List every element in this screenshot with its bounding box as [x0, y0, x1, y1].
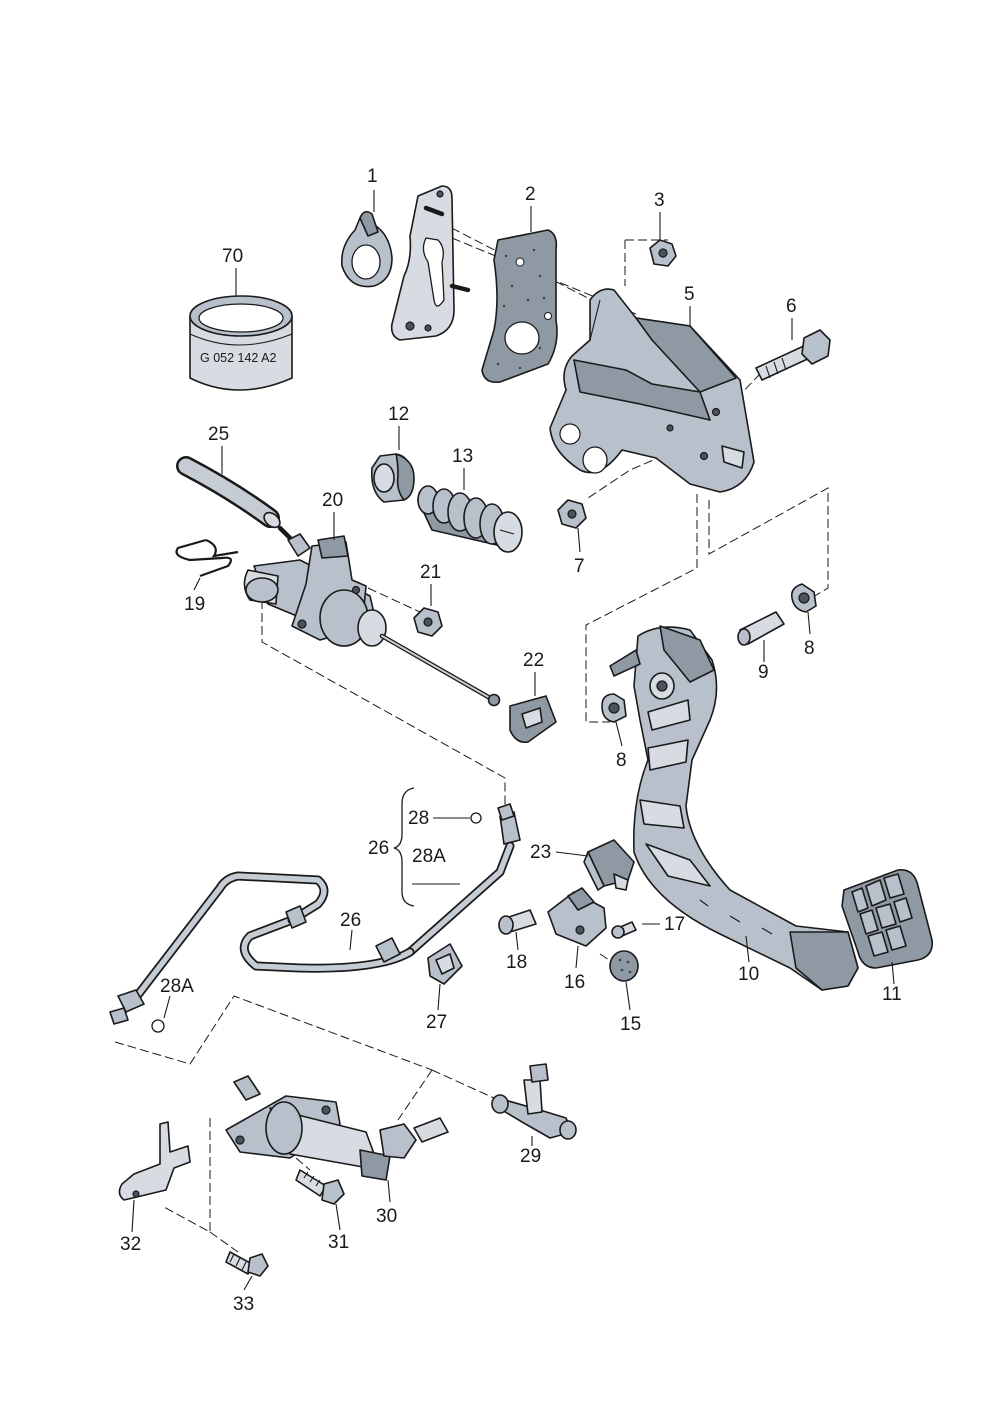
callout-70: 70: [222, 246, 243, 267]
t-piece-part-29: [491, 1063, 577, 1140]
callout-11: 11: [882, 984, 902, 1005]
callout-23: 23: [530, 842, 551, 863]
callout-17: 17: [664, 914, 685, 935]
nut-part-3: [649, 239, 677, 267]
bolt-part-33: [225, 1251, 269, 1277]
seal-ring-28: [470, 812, 482, 824]
callout-33: 33: [233, 1294, 254, 1315]
pin-part-18: [498, 909, 537, 935]
bushing-part-12: [370, 453, 415, 503]
callout-30: 30: [376, 1206, 397, 1227]
gasket-plate: [390, 185, 471, 341]
clip-part-1: [340, 210, 393, 288]
spring-part-13: [417, 485, 523, 553]
callout-26: 26: [340, 910, 361, 931]
switch-holder-part-16: [547, 887, 607, 947]
leader-lines: [131, 190, 895, 1291]
callout-32: 32: [120, 1234, 141, 1255]
hydraulic-lines: [109, 803, 521, 1033]
callout-19: 19: [184, 594, 205, 615]
callout-8-upper: 8: [804, 638, 815, 659]
clutch-pedal-part-10: [609, 625, 859, 991]
screw-part-17: [611, 921, 637, 939]
callout-8-lower: 8: [616, 750, 627, 771]
retaining-clip-part-19: [175, 538, 239, 578]
callout-28A: 28A: [160, 976, 194, 997]
bracket-clip-part-22: [509, 695, 557, 744]
callout-28: 28: [408, 808, 429, 829]
sleeve-part-marking: G 052 142 A2: [200, 351, 277, 365]
callout-10: 10: [738, 964, 759, 985]
hose-part-25: [176, 456, 311, 557]
callout-27: 27: [426, 1012, 447, 1033]
callout-6: 6: [786, 296, 797, 317]
plate-texture: [496, 248, 546, 370]
assembly-guide-lines: [114, 221, 829, 1253]
callout-1: 1: [367, 166, 378, 187]
bracket-part-32: [118, 1121, 191, 1201]
nut-part-21: [413, 607, 443, 637]
line-holder-part-27: [427, 943, 463, 985]
cover-part-23: [583, 839, 635, 891]
bush-part-8-lower: [601, 693, 627, 723]
callout-7: 7: [574, 556, 585, 577]
perforated-plate-part-2: [481, 229, 558, 384]
slave-cylinder-part-30: [225, 1075, 449, 1181]
callout-20: 20: [322, 490, 343, 511]
plug-part-15: [609, 950, 639, 982]
callout-15: 15: [620, 1014, 641, 1035]
callout-9: 9: [758, 662, 769, 683]
callout-21: 21: [420, 562, 441, 583]
screw-part-31: [295, 1169, 345, 1205]
callout-5: 5: [684, 284, 695, 305]
pedal-bracket-part-5: [549, 288, 755, 493]
callout-28A-group: 28A: [412, 846, 446, 867]
callout-31: 31: [328, 1232, 349, 1253]
bush-part-8-upper: [790, 583, 817, 613]
push-rod: [379, 633, 501, 707]
sleeve-part-70: G 052 142 A2: [189, 295, 293, 391]
callout-16: 16: [564, 972, 585, 993]
group-brace-26: [393, 787, 415, 907]
callout-29: 29: [520, 1146, 541, 1167]
pedal-pad-part-11: [841, 869, 934, 969]
callout-18: 18: [506, 952, 527, 973]
callout-labels: 1 2 3 70 5 6 12 25 13 20 7 21 19 8 22 9 …: [120, 166, 902, 1315]
callout-3: 3: [654, 190, 665, 211]
callout-25: 25: [208, 424, 229, 445]
callout-2: 2: [525, 184, 536, 205]
callout-22: 22: [523, 650, 544, 671]
callout-13: 13: [452, 446, 473, 467]
callout-26-group: 26: [368, 838, 389, 859]
sleeve-part-9: [737, 611, 785, 646]
master-cylinder-part-20: [243, 535, 387, 647]
nut-part-7: [557, 499, 587, 529]
bolt-part-6: [755, 329, 831, 381]
seal-ring-28A: [151, 1019, 165, 1033]
callout-12: 12: [388, 404, 409, 425]
